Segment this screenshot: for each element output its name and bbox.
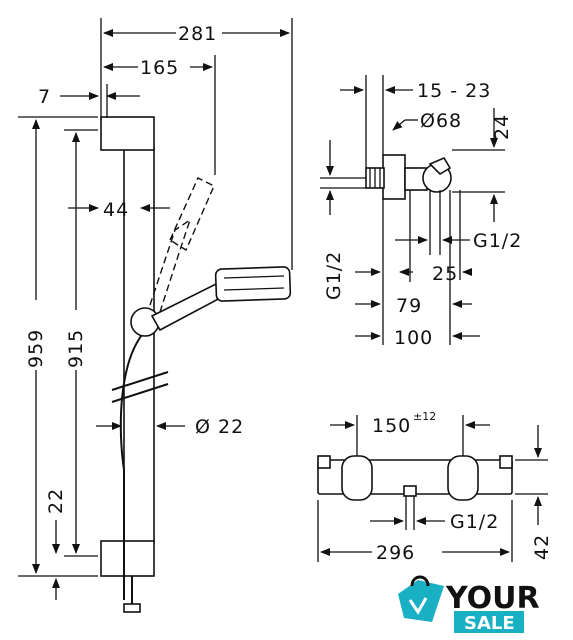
- knob-grip: [428, 156, 452, 176]
- yoursale-logo: YOUR SALE: [398, 575, 540, 634]
- hand-shower: [150, 282, 226, 332]
- dim-rosette-diameter: Ø68: [420, 110, 462, 132]
- dim-connection-side: G1/2: [323, 251, 345, 300]
- wall-rosette: [382, 154, 406, 200]
- shower-hose: [119, 329, 147, 600]
- top-wall-bracket: [100, 116, 155, 151]
- logo-word-bottom: SALE: [464, 613, 515, 634]
- dim-depth-79: 79: [396, 295, 422, 317]
- logo-sale-badge: [454, 611, 524, 633]
- dim-depth-25: 25: [432, 263, 458, 285]
- dim-eccentric-range: 15 - 23: [417, 80, 491, 102]
- dim-outlet-thread: G1/2: [450, 511, 499, 533]
- outlet-nozzle: [403, 485, 417, 497]
- dim-bar-offset: 44: [103, 199, 129, 221]
- dim-width-total: 281: [178, 23, 217, 45]
- dim-centers: 150: [372, 415, 411, 437]
- shower-rail-bar: [123, 147, 155, 544]
- rail-break-mark: [111, 371, 169, 391]
- dim-valve-height: 24: [491, 114, 513, 140]
- dim-connection-top: G1/2: [473, 230, 522, 252]
- mixer-side-dimensions: [320, 75, 505, 345]
- wall-connector-left: [341, 455, 373, 501]
- mixer-side-view: [365, 154, 452, 200]
- shopping-bag-icon: [398, 575, 444, 622]
- bottom-wall-bracket: [100, 540, 155, 577]
- dim-width-hand: 165: [140, 57, 179, 79]
- logo-word-top: YOUR: [445, 581, 540, 616]
- hand-shower-alt-position: [149, 218, 192, 313]
- hand-shower-head: [214, 266, 292, 302]
- dim-height-bar: 915: [65, 329, 87, 368]
- hand-shower-alt-head: [169, 177, 215, 252]
- mixer-front-dimensions: [317, 415, 548, 562]
- mixer-end-cap-right: [499, 455, 513, 469]
- dim-centers-tolerance: ±12: [413, 410, 436, 423]
- dim-bottom-offset: 22: [45, 488, 67, 514]
- dim-mixer-height: 42: [531, 534, 553, 560]
- shower-dimensions: [18, 18, 293, 600]
- dim-depth-100: 100: [394, 327, 433, 349]
- dim-bar-diameter: Ø 22: [195, 416, 244, 438]
- hose-nut: [123, 603, 141, 613]
- dim-bracket-offset: 7: [38, 86, 51, 108]
- wall-connector-right: [447, 455, 479, 501]
- mixer-end-cap-left: [317, 455, 331, 469]
- dim-height-total: 959: [25, 329, 47, 368]
- mixer-front-view: [317, 455, 513, 501]
- shower-set-view: [100, 116, 292, 613]
- dim-mixer-length: 296: [376, 542, 415, 564]
